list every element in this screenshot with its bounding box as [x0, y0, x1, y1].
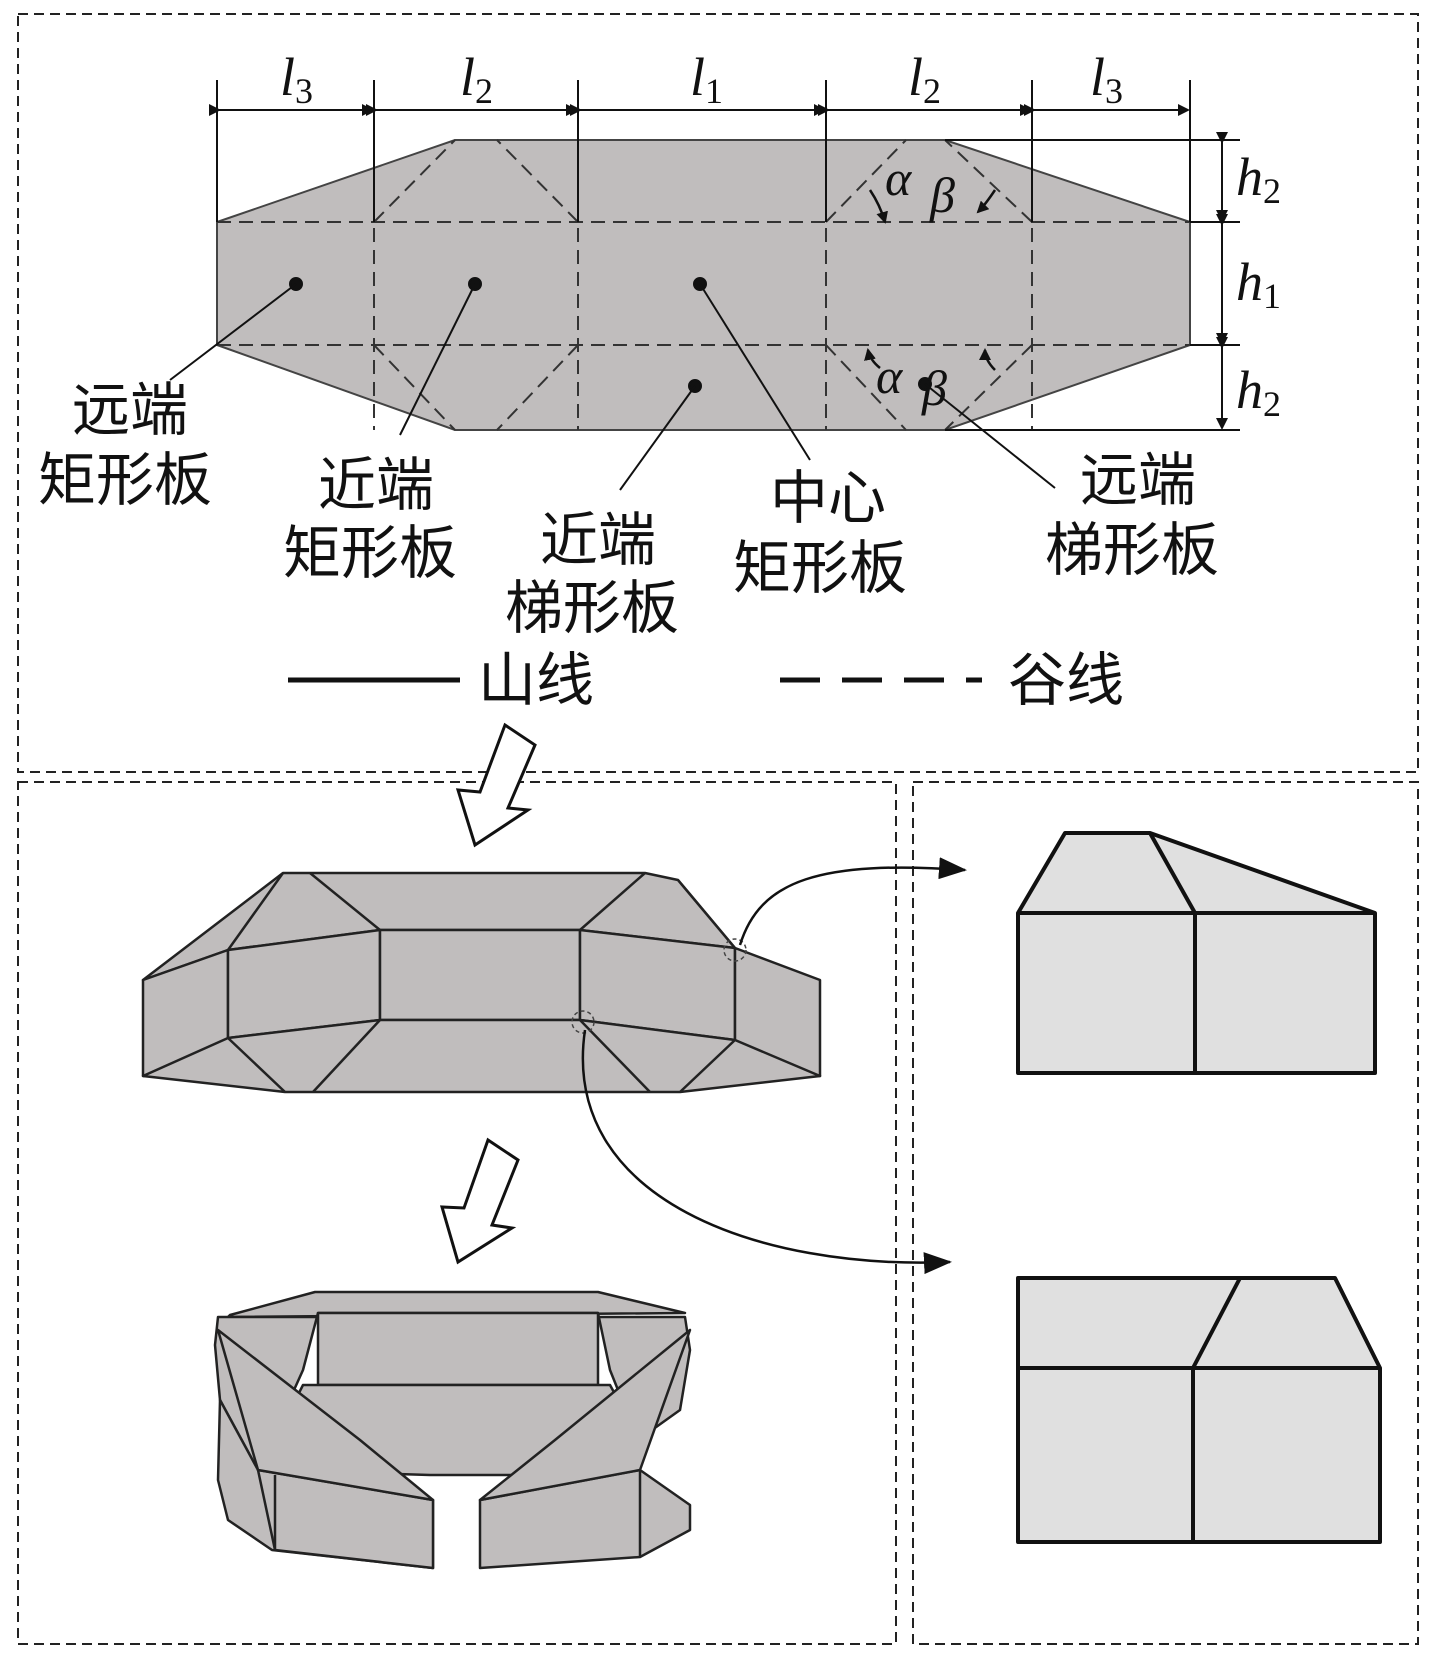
- detail-valley-fold: [1016, 1276, 1382, 1544]
- dim-l2-left: l2: [460, 47, 493, 111]
- legend-valley-label: 谷线: [1008, 646, 1124, 714]
- angle-arcs: [864, 189, 997, 371]
- folded-shape-stage2: [213, 1290, 692, 1570]
- folded-shape-stage1: [141, 871, 822, 1094]
- crease-pattern: l3 l2 l1 l2 l3 h2 h1 h2 α β α β 远端 矩形板 近…: [38, 47, 1281, 714]
- panel-frames: [17, 13, 1419, 1645]
- label-center-rect-1: 中心: [770, 464, 886, 532]
- label-near-trap-2: 梯形板: [505, 574, 679, 642]
- label-near-rect-2: 矩形板: [283, 519, 457, 587]
- dim-l2-right: l2: [908, 47, 941, 111]
- angle-alpha-top: α: [885, 150, 913, 206]
- label-near-rect-1: 近端: [318, 451, 434, 519]
- fold-arrows: [439, 722, 537, 1265]
- label-far-trap-1: 远端: [1080, 446, 1196, 514]
- top-panel-frame: [17, 13, 1419, 773]
- callout-arrows: [581, 857, 967, 1275]
- dimension-lines-vertical: [945, 132, 1240, 431]
- angle-alpha-bottom: α: [876, 348, 904, 404]
- detail-callout-circles: [571, 938, 747, 1034]
- dim-h2-top: h2: [1236, 147, 1281, 211]
- label-far-rect-1: 远端: [72, 376, 188, 444]
- fold-arrow-2: [439, 1137, 520, 1265]
- legend-mountain-label: 山线: [478, 646, 594, 714]
- valley-creases: [217, 139, 1190, 431]
- detail-mountain-fold: [1016, 831, 1377, 1075]
- fold-arrow-1: [455, 722, 537, 848]
- dimension-lines-horizontal: [209, 80, 1191, 222]
- leader-lines: [169, 277, 1056, 491]
- label-far-rect-2: 矩形板: [38, 446, 212, 514]
- dim-h2-bottom: h2: [1236, 360, 1281, 424]
- label-center-rect-2: 矩形板: [733, 534, 907, 602]
- label-far-trap-2: 梯形板: [1045, 516, 1219, 584]
- dim-l3-right: l3: [1090, 47, 1123, 111]
- bottom-right-panel-frame: [912, 781, 1419, 1645]
- dim-l1: l1: [690, 47, 723, 111]
- label-near-trap-1: 近端: [540, 506, 656, 574]
- dim-l3-left: l3: [280, 47, 313, 111]
- angle-beta-top: β: [929, 167, 955, 223]
- dim-h1: h1: [1236, 252, 1281, 316]
- bottom-left-panel-frame: [17, 781, 897, 1645]
